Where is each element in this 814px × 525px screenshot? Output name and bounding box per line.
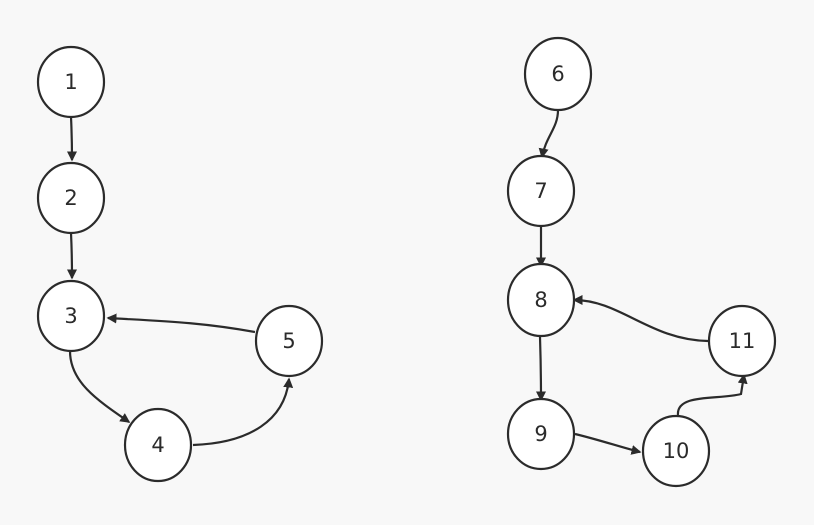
node-label: 4 (151, 433, 164, 457)
edge-6-7 (538, 109, 560, 159)
node-label: 9 (534, 422, 547, 446)
edge-3-4 (68, 350, 131, 423)
node-label: 11 (729, 329, 756, 353)
node-5[interactable]: 5 (254, 304, 324, 378)
node-10[interactable]: 10 (641, 414, 711, 488)
node-6[interactable]: 6 (523, 36, 593, 112)
node-label: 6 (551, 62, 564, 86)
edge-9-10 (574, 432, 642, 455)
edge-8-9 (535, 336, 546, 402)
node-label: 8 (534, 288, 547, 312)
node-label: 5 (282, 329, 295, 353)
node-7[interactable]: 7 (506, 154, 576, 228)
edge-10-11 (676, 373, 748, 416)
node-label: 2 (64, 186, 77, 210)
node-label: 7 (534, 179, 547, 203)
node-3[interactable]: 3 (36, 279, 106, 353)
edge-2-3 (66, 232, 77, 280)
edge-5-3 (106, 313, 256, 334)
node-11[interactable]: 11 (707, 304, 777, 378)
node-4[interactable]: 4 (123, 407, 193, 483)
node-1[interactable]: 1 (36, 45, 106, 119)
node-9[interactable]: 9 (506, 397, 576, 471)
edge-11-8 (572, 295, 709, 343)
node-2[interactable]: 2 (36, 161, 106, 235)
edges (66, 109, 748, 455)
node-8[interactable]: 8 (506, 262, 576, 338)
node-label: 3 (64, 304, 77, 328)
edge-4-5 (192, 377, 294, 447)
node-label: 1 (64, 70, 77, 94)
edge-1-2 (66, 116, 77, 162)
nodes: 1 2 3 4 5 6 7 (36, 36, 777, 488)
node-label: 10 (663, 439, 690, 463)
